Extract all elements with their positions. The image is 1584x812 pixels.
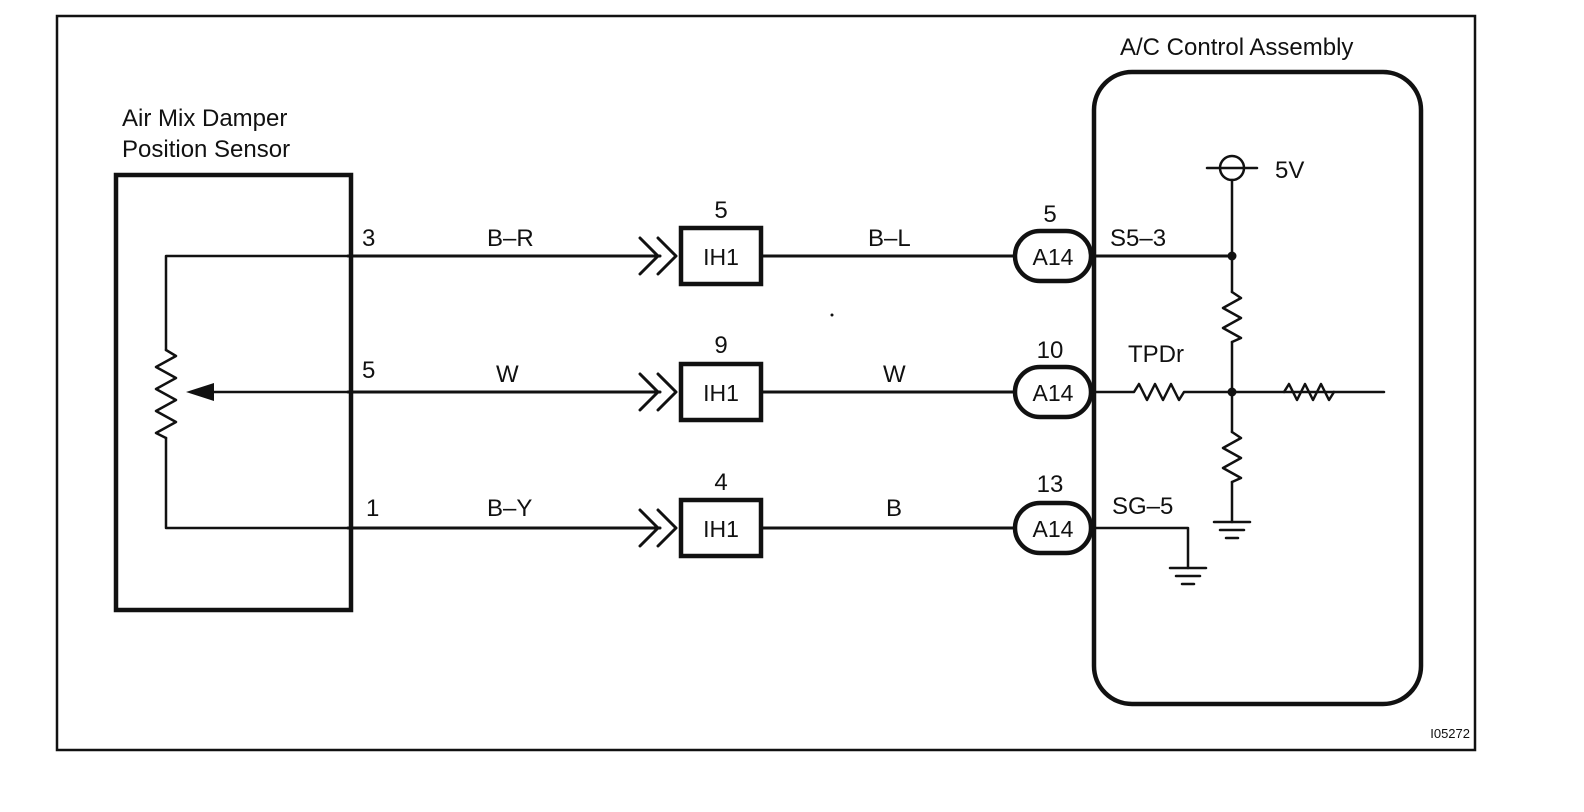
connector-a14-label: A14	[1033, 516, 1074, 542]
diagram-frame	[55, 14, 1477, 752]
connector-ih1-box	[678, 361, 764, 423]
sensor-pin-3: 3	[362, 225, 375, 252]
circuit-row-1: 3 B–R IH1 5 B–L A14 5 S5–3	[346, 197, 1234, 287]
ecu-label-tpdr: TPDr	[1128, 341, 1184, 368]
ecu-title: A/C Control Assembly	[1120, 34, 1353, 61]
ecu-terminal-sg-5: SG–5	[1112, 493, 1173, 520]
wiper-arrow-icon	[186, 383, 214, 401]
wire-label-w-left: W	[496, 361, 519, 388]
connector-chevron-icon	[656, 508, 678, 548]
connector-ih1-label: IH1	[703, 380, 739, 406]
connector-ih1-label: IH1	[703, 244, 739, 270]
sensor-pin-1: 1	[366, 495, 379, 522]
wire-label-b: B	[886, 495, 902, 522]
circuit-row-2: 5 W IH1 9 W A14 10 TPDr	[346, 332, 1386, 423]
wire-label-b-l: B–L	[868, 225, 911, 252]
ground-icon	[1168, 566, 1208, 586]
ecu-divider-network: 5V	[1205, 154, 1336, 540]
sensor-pin-5: 5	[362, 357, 375, 384]
connector-chevron-icon	[656, 372, 678, 412]
supply-voltage-label: 5V	[1275, 157, 1304, 184]
ih1-pin-number: 9	[714, 332, 727, 359]
a14-pin-number: 10	[1037, 337, 1064, 364]
a14-pin-number: 13	[1037, 471, 1064, 498]
connector-a14-label: A14	[1033, 380, 1074, 406]
resistor-icon	[1221, 290, 1243, 344]
wire-label-b-r: B–R	[487, 225, 534, 252]
junction-dot	[1227, 251, 1237, 261]
connector-chevron-icon	[638, 372, 660, 412]
scan-dot	[830, 313, 834, 317]
connector-chevron-icon	[638, 236, 660, 276]
connector-chevron-icon	[656, 236, 678, 276]
resistor-icon	[1282, 382, 1336, 402]
ecu-terminal-s5-3: S5–3	[1110, 225, 1166, 252]
sensor-title-line2: Position Sensor	[122, 136, 290, 163]
ih1-pin-number: 4	[714, 469, 727, 496]
sensor-title-line1: Air Mix Damper	[122, 105, 287, 132]
potentiometer-symbol	[154, 254, 350, 530]
wire-label-b-y: B–Y	[487, 495, 532, 522]
connector-ih1-box	[678, 497, 764, 559]
figure-id: I05272	[1430, 726, 1470, 741]
ecu-box	[1091, 69, 1424, 707]
connector-a14-label: A14	[1033, 244, 1074, 270]
a14-pin-number: 5	[1043, 201, 1056, 228]
resistor-icon	[1221, 430, 1243, 484]
connector-chevron-icon	[638, 508, 660, 548]
junction-dot	[1227, 387, 1237, 397]
circuit-row-3: 1 B–Y IH1 4 B A14 13 SG–5	[346, 469, 1190, 570]
connector-ih1-label: IH1	[703, 516, 739, 542]
ih1-pin-number: 5	[714, 197, 727, 224]
wire-label-w-right: W	[883, 361, 906, 388]
